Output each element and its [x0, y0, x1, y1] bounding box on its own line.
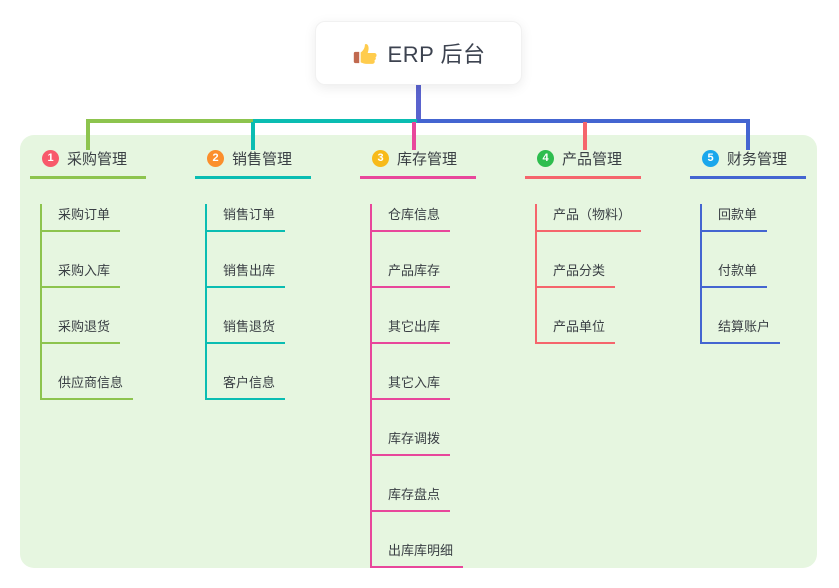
branch-children: 销售订单 销售出库 销售退货 客户信息: [195, 204, 286, 400]
branch-header-sales[interactable]: 2 销售管理: [195, 146, 311, 179]
root-title: ERP 后台: [387, 42, 486, 67]
branch-product: 4 产品管理 产品（物料） 产品分类 产品单位: [525, 146, 642, 344]
drop-line-finance: [746, 122, 750, 150]
node-stock-transfer[interactable]: 库存调拨: [370, 428, 451, 456]
node-receipt-bill[interactable]: 回款单: [700, 204, 768, 232]
drop-line-sales: [251, 122, 255, 150]
node-warehouse-info[interactable]: 仓库信息: [370, 204, 451, 232]
branch-header-inventory[interactable]: 3 库存管理: [360, 146, 476, 179]
branch-number-badge: 5: [702, 150, 719, 167]
node-purchase-return[interactable]: 采购退货: [40, 316, 121, 344]
branch-label: 财务管理: [727, 151, 788, 168]
drop-line-product: [583, 122, 587, 150]
node-product-category[interactable]: 产品分类: [535, 260, 616, 288]
branch-purchase: 1 采购管理 采购订单 采购入库 采购退货 供应商信息: [30, 146, 146, 400]
node-sales-outbound[interactable]: 销售出库: [205, 260, 286, 288]
branch-label: 销售管理: [232, 151, 293, 168]
node-other-outbound[interactable]: 其它出库: [370, 316, 451, 344]
branch-finance: 5 财务管理 回款单 付款单 结算账户: [690, 146, 806, 344]
branch-label: 产品管理: [562, 151, 623, 168]
node-settlement-account[interactable]: 结算账户: [700, 316, 781, 344]
node-outbound-detail[interactable]: 出库库明细: [370, 540, 464, 568]
branches-background-panel: [20, 135, 817, 568]
branch-number-badge: 3: [372, 150, 389, 167]
node-sales-return[interactable]: 销售退货: [205, 316, 286, 344]
node-product-stock[interactable]: 产品库存: [370, 260, 451, 288]
node-customer-info[interactable]: 客户信息: [205, 372, 286, 400]
bus-segment-finance: [417, 119, 750, 123]
branch-header-purchase[interactable]: 1 采购管理: [30, 146, 146, 179]
node-payment-bill[interactable]: 付款单: [700, 260, 768, 288]
drop-line-inventory: [412, 122, 416, 150]
branch-children: 仓库信息 产品库存 其它出库 其它入库 库存调拨 库存盘点 出库库明细: [360, 204, 464, 568]
bus-segment-sales: [253, 119, 417, 123]
node-purchase-order[interactable]: 采购订单: [40, 204, 121, 232]
branch-number-badge: 2: [207, 150, 224, 167]
thumbs-up-icon: [352, 40, 378, 66]
drop-line-purchase: [86, 122, 90, 150]
branch-header-finance[interactable]: 5 财务管理: [690, 146, 806, 179]
bus-segment-purchase: [86, 119, 253, 123]
branch-header-product[interactable]: 4 产品管理: [525, 146, 641, 179]
branch-label: 库存管理: [397, 151, 458, 168]
node-sales-order[interactable]: 销售订单: [205, 204, 286, 232]
branch-children: 产品（物料） 产品分类 产品单位: [525, 204, 642, 344]
branch-number-badge: 1: [42, 150, 59, 167]
root-connector-line: [416, 85, 421, 123]
node-product-material[interactable]: 产品（物料）: [535, 204, 642, 232]
branch-sales: 2 销售管理 销售订单 销售出库 销售退货 客户信息: [195, 146, 311, 400]
branch-inventory: 3 库存管理 仓库信息 产品库存 其它出库 其它入库 库存调拨 库存盘点 出库库…: [360, 146, 476, 568]
root-node[interactable]: ERP 后台: [315, 21, 522, 85]
branch-label: 采购管理: [67, 151, 128, 168]
branch-children: 采购订单 采购入库 采购退货 供应商信息: [30, 204, 134, 400]
node-purchase-inbound[interactable]: 采购入库: [40, 260, 121, 288]
branch-number-badge: 4: [537, 150, 554, 167]
branch-children: 回款单 付款单 结算账户: [690, 204, 781, 344]
node-other-inbound[interactable]: 其它入库: [370, 372, 451, 400]
node-stock-count[interactable]: 库存盘点: [370, 484, 451, 512]
node-supplier-info[interactable]: 供应商信息: [40, 372, 134, 400]
node-product-unit[interactable]: 产品单位: [535, 316, 616, 344]
